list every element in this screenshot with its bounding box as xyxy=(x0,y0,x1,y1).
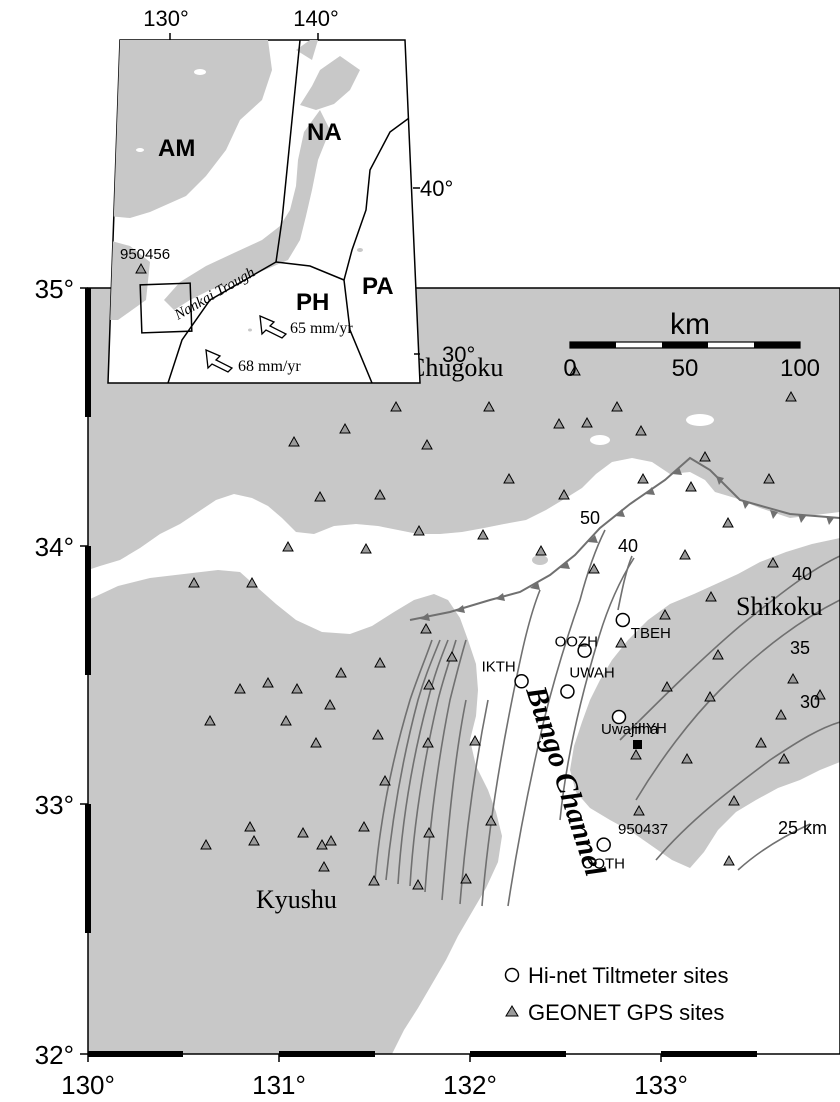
lon-label-132: 132° xyxy=(443,1070,497,1100)
region-chugoku: Chugoku xyxy=(408,353,503,382)
contour-label-40a: 40 xyxy=(618,536,638,556)
lat-label-35: 35° xyxy=(35,274,74,304)
tiltmeter-label-oozh: OOZH xyxy=(555,634,598,651)
inset-lat-40: 40° xyxy=(420,176,453,201)
scale-tick-0: 0 xyxy=(563,355,576,382)
kyushu-landmass xyxy=(88,570,502,1054)
legend-tilt-label: Hi-net Tiltmeter sites xyxy=(528,963,729,988)
lon-label-130: 130° xyxy=(61,1070,115,1100)
scale-bar: km 0 50 100 xyxy=(563,308,820,382)
plate-am: AM xyxy=(158,135,195,162)
lon-label-133: 133° xyxy=(634,1070,688,1100)
contour-label-35: 35 xyxy=(790,638,810,658)
station-950456-label: 950456 xyxy=(120,246,170,263)
longitude-labels: 130° 131° 132° 133° xyxy=(61,1070,688,1100)
uwajima-label: Uwajima xyxy=(601,721,659,738)
lat-label-32: 32° xyxy=(35,1040,74,1070)
region-shikoku: Shikoku xyxy=(736,592,823,621)
lat-label-33: 33° xyxy=(35,790,74,820)
contour-labels: 50 40 40 35 30 25 km xyxy=(580,508,827,838)
slab-contours xyxy=(374,529,840,907)
inset-lon-130: 130° xyxy=(143,6,189,31)
tiltmeter-oozh xyxy=(577,643,592,658)
gps-950437-label: 950437 xyxy=(618,821,668,838)
motion-arrow-65 xyxy=(259,314,288,339)
inset-map: 950456 AM NA PA PH Nankai Trough 65 mm/y… xyxy=(107,6,475,384)
contour-label-40b: 40 xyxy=(792,564,812,584)
scale-tick-100: 100 xyxy=(780,355,820,382)
lon-label-131: 131° xyxy=(252,1070,306,1100)
tiltmeter-uwah xyxy=(560,684,575,699)
tiltmeter-ikth xyxy=(514,674,529,689)
legend-tilt-symbol xyxy=(504,967,520,983)
plate-pa: PA xyxy=(362,273,394,300)
tiltmeter-label-tbeh: TBEH xyxy=(631,625,671,642)
plate-na: NA xyxy=(307,119,342,146)
gps-sites xyxy=(188,364,826,890)
latitude-labels: 35° 34° 33° 32° xyxy=(35,274,74,1070)
contour-label-30: 30 xyxy=(800,692,820,712)
plate-ph: PH xyxy=(296,289,329,316)
study-area-box xyxy=(139,282,193,334)
motion-arrow-68 xyxy=(205,348,234,373)
lat-label-34: 34° xyxy=(35,532,74,562)
tiltmeter-ooth xyxy=(596,837,611,852)
tiltmeter-sites: OOZH TBEH IKTH UWAH HIYH OOTH xyxy=(482,612,671,873)
legend: Hi-net Tiltmeter sites GEONET GPS sites xyxy=(504,963,729,1025)
tiltmeter-tbeh xyxy=(615,612,631,628)
map-frame xyxy=(80,287,840,1062)
scale-tick-50: 50 xyxy=(672,355,699,382)
rate-65-label: 65 mm/yr xyxy=(290,320,353,337)
tiltmeter-label-ooth: OOTH xyxy=(582,856,625,873)
uwajima-marker xyxy=(633,740,642,749)
legend-gps-label: GEONET GPS sites xyxy=(528,1000,724,1025)
tiltmeter-label-uwah: UWAH xyxy=(569,664,614,681)
region-kyushu: Kyushu xyxy=(256,885,337,914)
tiltmeter-label-hiyh: HIYH xyxy=(631,720,667,737)
rate-68-label: 68 mm/yr xyxy=(238,358,301,375)
shikoku-landmass xyxy=(570,538,840,868)
tiltmeter-label-ikth: IKTH xyxy=(482,658,516,675)
main-map: OOZH TBEH IKTH UWAH HIYH OOTH xyxy=(88,288,840,1054)
scale-bar-unit: km xyxy=(670,308,710,341)
station-950456-marker xyxy=(135,262,147,274)
contour-label-50: 50 xyxy=(580,508,600,528)
tiltmeter-hiyh xyxy=(611,709,627,725)
inset-lon-140: 140° xyxy=(293,6,339,31)
contour-label-25km: 25 km xyxy=(778,818,827,838)
legend-gps-symbol xyxy=(505,1005,519,1017)
inset-lat-30: 30° xyxy=(442,342,475,367)
